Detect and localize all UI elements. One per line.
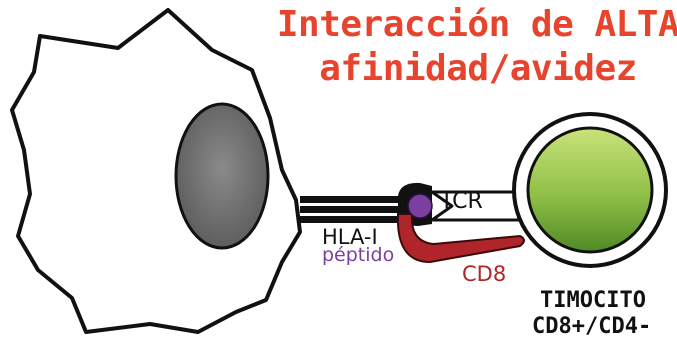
tcr-label: TCR xyxy=(440,189,483,214)
diagram-title-line1: Interacción de ALTA xyxy=(276,4,677,45)
hla-i-label: HLA-I xyxy=(322,225,378,249)
presenting-cell-nucleus xyxy=(174,102,270,250)
thymocyte-label-line2: CD8+/CD4- xyxy=(532,314,652,339)
peptide-label: péptido xyxy=(322,244,395,266)
thymocyte-nucleus xyxy=(526,126,654,254)
peptide-dot xyxy=(407,193,433,219)
cd8-coreceptor xyxy=(396,213,525,264)
diagram-title-line2: afinidad/avidez xyxy=(319,48,637,89)
tcr-receptor xyxy=(430,190,530,222)
presenting-cell-outline xyxy=(10,8,302,334)
thymocyte-label-line1: TIMOCITO xyxy=(540,288,646,313)
cd8-label: CD8 xyxy=(462,262,507,286)
